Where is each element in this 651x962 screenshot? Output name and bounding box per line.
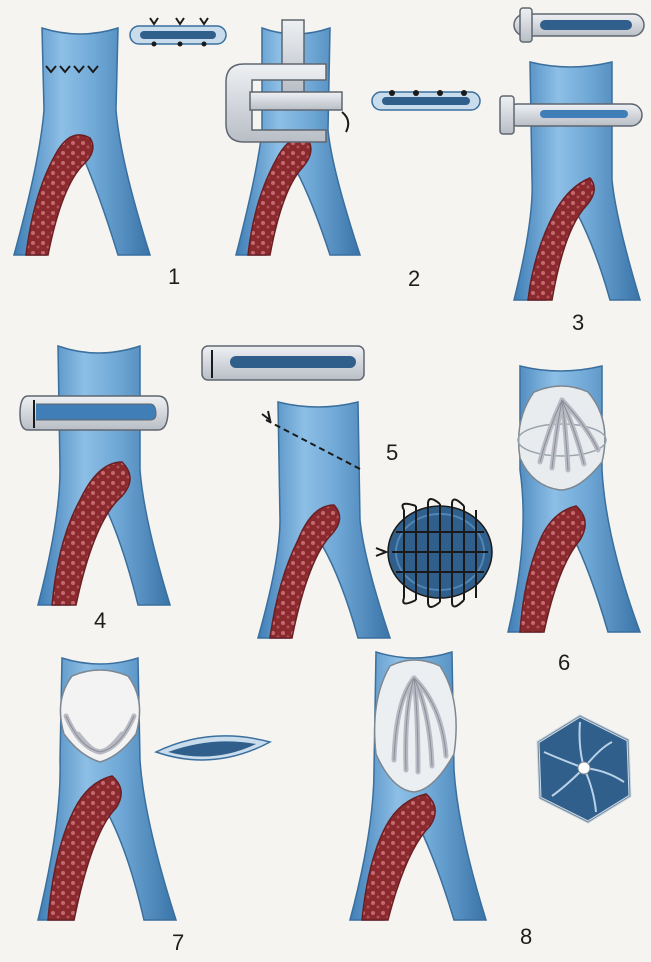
- smooth-clip-open: [202, 346, 364, 380]
- vein-cross-section: [130, 18, 226, 47]
- panel-6: 6: [508, 366, 640, 675]
- panel-7: 7: [38, 658, 270, 955]
- panel-label: 1: [168, 264, 180, 289]
- panel-label: 3: [572, 310, 584, 335]
- lens-cross-section: [156, 736, 270, 760]
- sutured-cross-section: [376, 499, 492, 607]
- panel-label: 4: [94, 608, 106, 633]
- smooth-clip: [20, 396, 168, 430]
- vein-bifurcation: [514, 62, 640, 300]
- panel-5: 5: [202, 346, 492, 638]
- panel-label: 8: [520, 924, 532, 949]
- panel-label: 6: [558, 650, 570, 675]
- panel-label: 2: [408, 266, 420, 291]
- panel-2: 2: [226, 20, 480, 291]
- panel-3: 3: [500, 8, 644, 335]
- panel-4: 4: [20, 346, 170, 633]
- filter-end-view: [538, 716, 630, 822]
- panel-8: 8: [350, 652, 630, 949]
- serrated-clip-open: [514, 8, 644, 42]
- panel-label: 5: [386, 440, 398, 465]
- panel-label: 7: [172, 930, 184, 955]
- vein-cross-section: [372, 90, 480, 110]
- panel-1: 1: [14, 18, 226, 289]
